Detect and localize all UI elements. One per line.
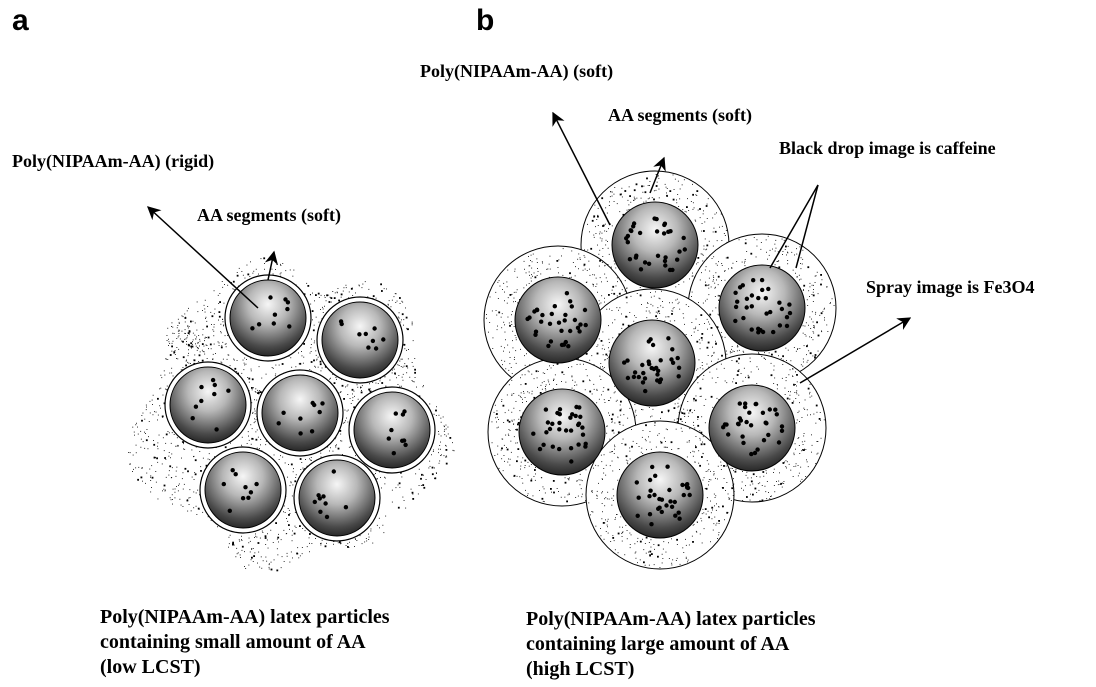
- caption-a: Poly(NIPAAm-AA) latex particles containi…: [100, 605, 390, 680]
- particle-a-6: [200, 447, 286, 533]
- panel-letter-a: a: [12, 4, 29, 38]
- caption-b-line-1: Poly(NIPAAm-AA) latex particles: [526, 607, 816, 632]
- caption-a-line-2: containing small amount of AA: [100, 630, 390, 655]
- particle-a-1: [225, 275, 311, 361]
- particle-a-2: [317, 297, 403, 383]
- particle-b-2: [515, 277, 601, 363]
- particle-b-5: [519, 389, 605, 475]
- particle-a-5: [349, 387, 435, 473]
- label-aa-segments-b: AA segments (soft): [608, 106, 752, 124]
- caption-b: Poly(NIPAAm-AA) latex particles containi…: [526, 607, 816, 682]
- label-rigid-a: Poly(NIPAAm-AA) (rigid): [12, 152, 214, 170]
- particle-b-4: [609, 320, 695, 406]
- particle-b-3: [719, 265, 805, 351]
- caption-b-line-2: containing large amount of AA: [526, 632, 816, 657]
- particle-a-3: [165, 362, 251, 448]
- particle-a-7: [294, 455, 380, 541]
- label-caffeine-b: Black drop image is caffeine: [779, 139, 996, 157]
- caption-a-line-3: (low LCST): [100, 655, 390, 680]
- particle-a-4: [257, 370, 343, 456]
- panel-letter-b: b: [476, 4, 494, 38]
- caption-b-line-3: (high LCST): [526, 657, 816, 682]
- particle-b-7: [617, 452, 703, 538]
- label-fe3o4-b: Spray image is Fe3O4: [866, 278, 1035, 296]
- arrow-soft-b: [553, 113, 610, 225]
- particle-b-1: [612, 202, 698, 288]
- caption-a-line-1: Poly(NIPAAm-AA) latex particles: [100, 605, 390, 630]
- particle-b-6: [709, 385, 795, 471]
- label-soft-b: Poly(NIPAAm-AA) (soft): [420, 62, 613, 80]
- label-aa-segments-a: AA segments (soft): [197, 206, 341, 224]
